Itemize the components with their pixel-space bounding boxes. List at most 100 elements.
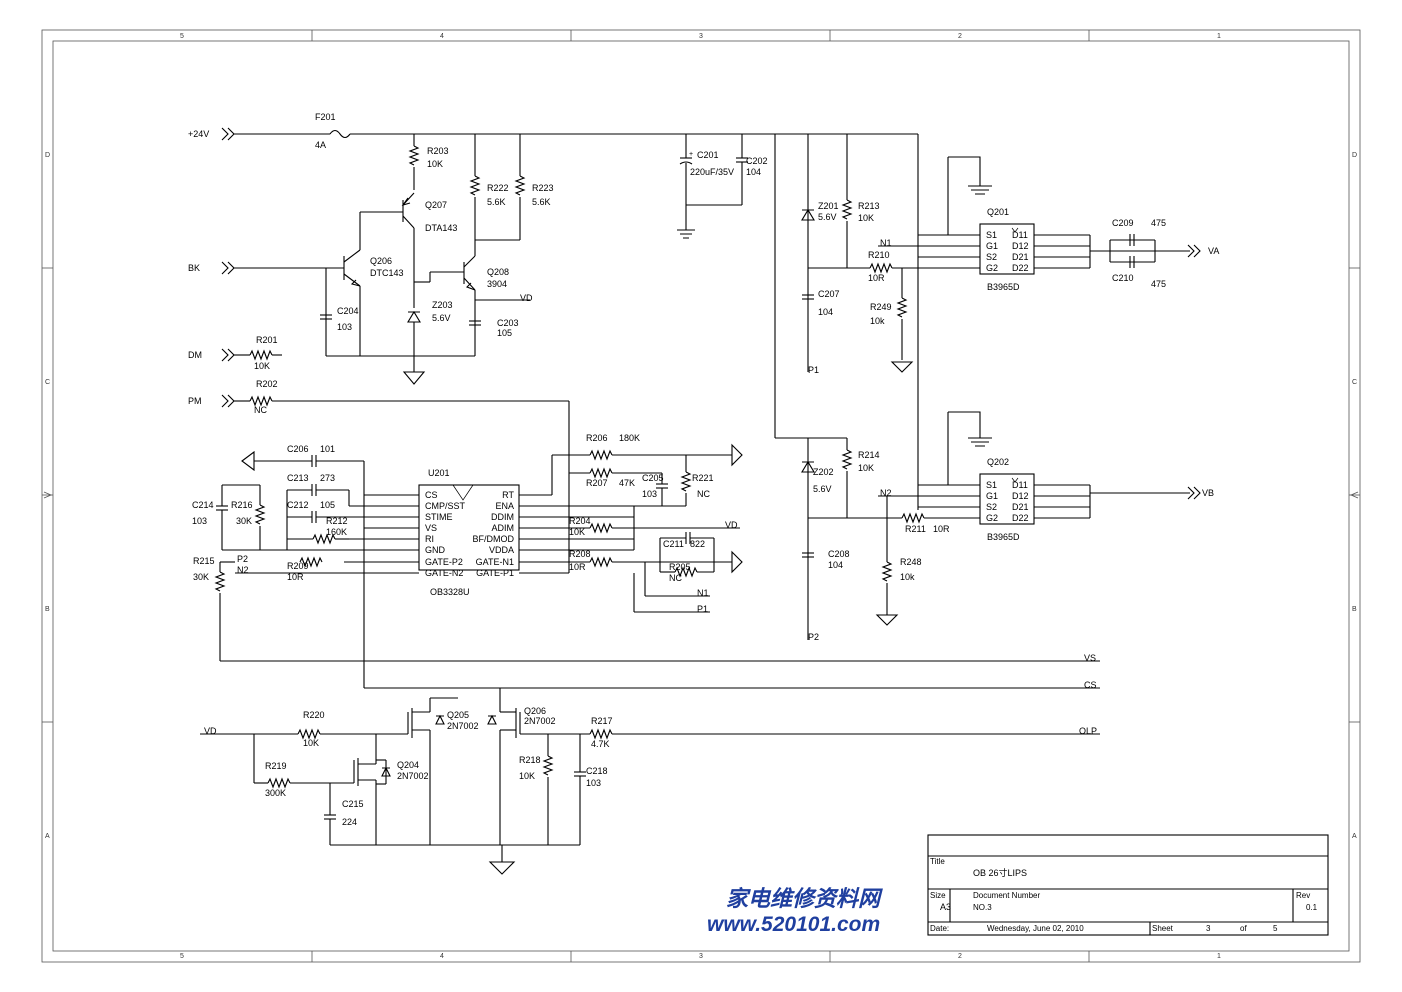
u201-pin-right: VDDA: [489, 545, 514, 555]
rev-value: 0.1: [1306, 903, 1318, 912]
zone-col: 2: [958, 953, 962, 960]
port-24v: +24V: [188, 129, 209, 139]
size-value: A3: [940, 902, 951, 912]
port-pm: PM: [188, 396, 202, 406]
zone-col: 5: [180, 953, 184, 960]
ref-label: R206: [586, 433, 608, 443]
pin-label: S1: [986, 230, 997, 240]
port-p1: P1: [697, 604, 708, 614]
ref-label: R208: [569, 549, 591, 559]
ref-label: R207: [586, 478, 608, 488]
ref-label: C203: [497, 318, 519, 328]
doc-title: OB 26寸LIPS: [973, 867, 1027, 878]
port-vd-bottom: VD: [204, 726, 217, 736]
net-n2: N2: [880, 488, 892, 498]
pin-label: G2: [986, 513, 998, 523]
value-label: 224: [342, 817, 357, 827]
ref-label: C207: [818, 289, 840, 299]
ref-label: Q207: [425, 200, 447, 210]
ref-label: C213: [287, 473, 309, 483]
ref-label: C214: [192, 500, 214, 510]
u201-pin-right: GATE-P1: [476, 568, 514, 578]
port-bk: BK: [188, 263, 200, 273]
value-label: 103: [586, 778, 601, 788]
port-vd-mid: VD: [725, 520, 738, 530]
ref-label: C211: [663, 539, 684, 549]
value-label: 5.6K: [532, 197, 551, 207]
value-label: NC: [254, 405, 267, 415]
pin-label: D12: [1012, 491, 1029, 501]
value-label: 5.6K: [487, 197, 506, 207]
value-label: 103: [642, 489, 657, 499]
value-label: 5.6V: [818, 212, 837, 222]
u201-pin-right: ENA: [495, 501, 514, 511]
value-label: B3965D: [987, 532, 1020, 542]
u201-pin-left: RI: [425, 534, 434, 544]
ref-label: C215: [342, 799, 364, 809]
value-label: B3965D: [987, 282, 1020, 292]
u201-pin-right: DDIM: [491, 512, 514, 522]
port-dm: DM: [188, 350, 202, 360]
value-label: 10k: [900, 572, 915, 582]
value-label: 10R: [287, 572, 304, 582]
value-label: 10R: [569, 562, 586, 572]
value-label: 10K: [519, 771, 535, 781]
component-refs: F201 4A R203 10K Q207 DTA143 R222 5.6K R…: [192, 112, 1166, 827]
value-label: 300K: [265, 788, 286, 798]
ref-label: R204: [569, 516, 591, 526]
net-p2-u201: P2: [237, 554, 248, 564]
ref-label: C208: [828, 549, 850, 559]
ref-label: Q204: [397, 760, 419, 770]
value-label: 475: [1151, 279, 1166, 289]
u201-pin-left: CMP/SST: [425, 501, 466, 511]
size-label: Size: [930, 891, 946, 900]
zone-labels: 5 4 3 2 1 5 4 3 2 1 D C B A D C B A: [45, 33, 1357, 960]
value-label: 4.7K: [591, 739, 610, 749]
value-label: 105: [320, 500, 335, 510]
zone-row: C: [45, 379, 50, 386]
value-label: 30K: [193, 572, 209, 582]
value-label: DTC143: [370, 268, 404, 278]
value-label: 10K: [858, 213, 874, 223]
port-labels: +24V BK DM PM VD VA VB VD N1 P1 VS CS OL…: [188, 129, 1219, 736]
zone-col: 4: [440, 953, 444, 960]
u201-pin-left: VS: [425, 523, 437, 533]
value-label: 101: [320, 444, 335, 454]
u201-pin-right: RT: [502, 490, 514, 500]
value-label: 5.6V: [813, 484, 832, 494]
ref-label: Z201: [818, 201, 839, 211]
zone-row: A: [45, 833, 50, 840]
zone-row: B: [1352, 606, 1357, 613]
ref-label: R215: [193, 556, 215, 566]
sheet-label: Sheet: [1152, 924, 1174, 933]
value-label: 10K: [858, 463, 874, 473]
value-label: 273: [320, 473, 335, 483]
zone-row: A: [1352, 833, 1357, 840]
u201-pin-left: CS: [425, 490, 438, 500]
port-vd-top: VD: [520, 293, 533, 303]
ref-label: C205: [642, 473, 664, 483]
net-p2: P2: [808, 632, 819, 642]
ref-label: R249: [870, 302, 892, 312]
value-label: 10R: [868, 273, 885, 283]
pin-label: D11: [1012, 230, 1028, 240]
ref-label: C204: [337, 306, 359, 316]
value-label: 104: [828, 560, 843, 570]
date-value: Wednesday, June 02, 2010: [987, 924, 1084, 933]
of-value: 5: [1273, 924, 1278, 933]
ref-label: R213: [858, 201, 880, 211]
ref-label: F201: [315, 112, 336, 122]
value-label: OB3328U: [430, 587, 470, 597]
drawing-frame: [41, 29, 1361, 963]
ref-label: Z202: [813, 467, 834, 477]
ref-label: U201: [428, 468, 450, 478]
value-label: 5.6V: [432, 313, 451, 323]
net-n2-u201: N2: [237, 565, 249, 575]
ref-label: R221: [692, 473, 714, 483]
pin-label: S2: [986, 252, 997, 262]
u201-pin-right: ADIM: [492, 523, 515, 533]
ref-label: Q201: [987, 207, 1009, 217]
ref-label: R223: [532, 183, 554, 193]
watermark-cn: 家电维修资料网: [726, 886, 883, 912]
port-vb: VB: [1202, 488, 1214, 498]
